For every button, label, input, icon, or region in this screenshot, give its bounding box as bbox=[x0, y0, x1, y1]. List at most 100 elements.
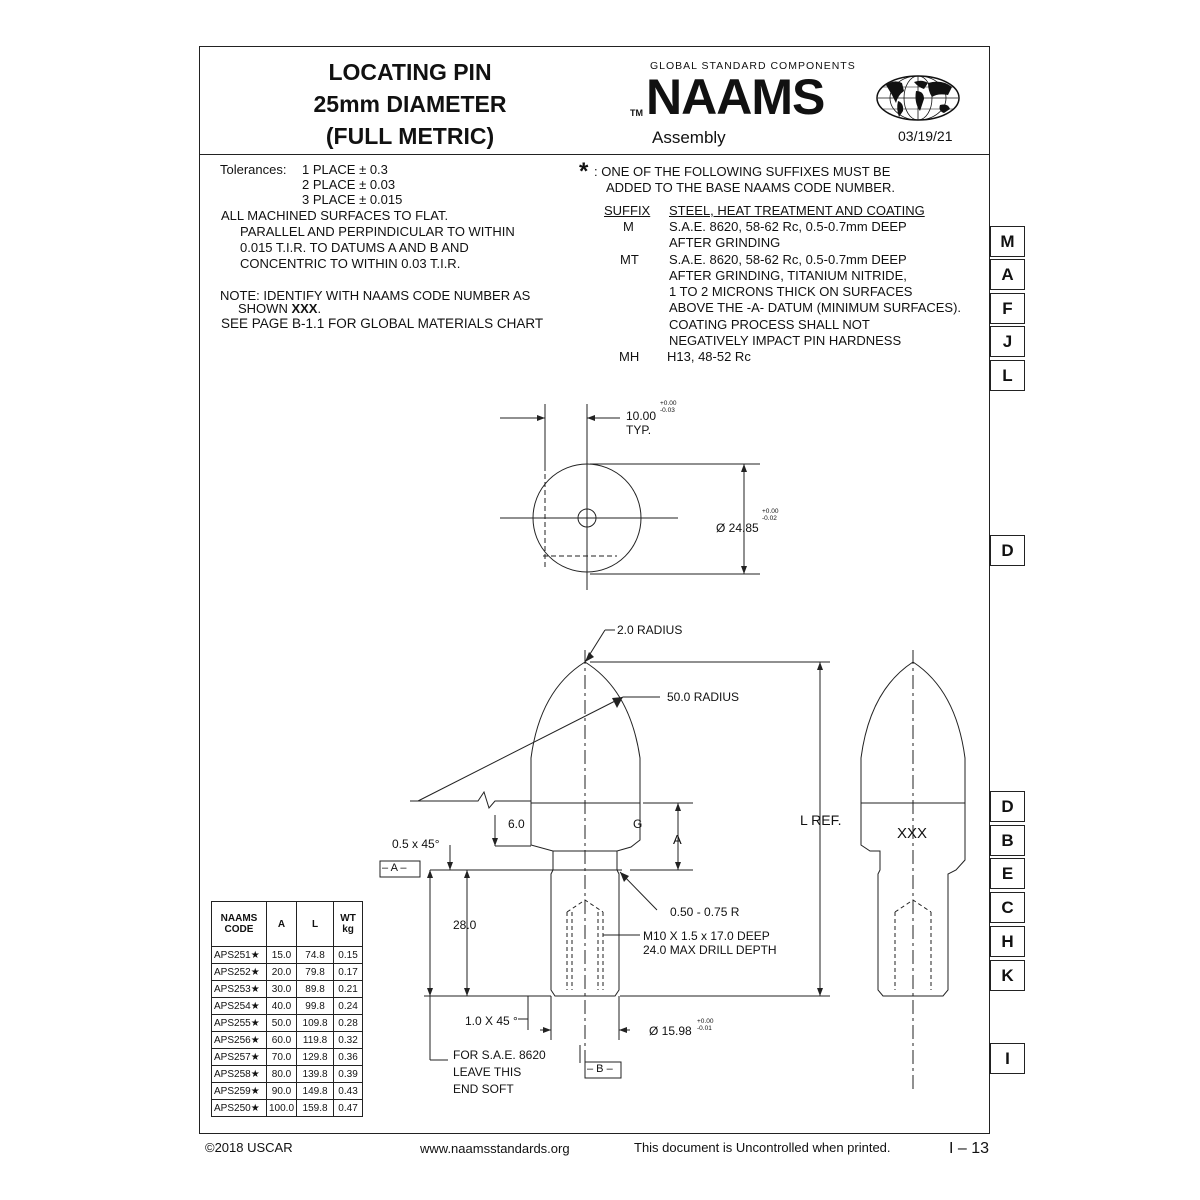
cell-a: 60.0 bbox=[265, 1031, 298, 1049]
tab-i[interactable]: I bbox=[990, 1043, 1025, 1074]
tab-k[interactable]: K bbox=[990, 960, 1025, 991]
note-identify: NOTE: IDENTIFY WITH NAAMS CODE NUMBER AS bbox=[220, 288, 531, 303]
cell-code: APS256★ bbox=[211, 1031, 267, 1049]
cell-l: 159.8 bbox=[296, 1099, 335, 1117]
cell-wt: 0.36 bbox=[333, 1048, 364, 1066]
cell-wt: 0.28 bbox=[333, 1014, 364, 1032]
suffix-mh-code: MH bbox=[619, 349, 640, 364]
col-a: A bbox=[265, 901, 298, 947]
cell-l: 89.8 bbox=[296, 980, 335, 998]
suffix-mt-line-5: COATING PROCESS SHALL NOT bbox=[669, 317, 870, 332]
suffix-mt-code: MT bbox=[620, 252, 639, 267]
fillet-radius: 0.50 - 0.75 R bbox=[670, 905, 740, 919]
cell-code: APS254★ bbox=[211, 997, 267, 1015]
cell-l: 129.8 bbox=[296, 1048, 335, 1066]
cell-wt: 0.47 bbox=[333, 1099, 364, 1117]
dimension-arrows bbox=[427, 415, 823, 1033]
note-shown-prefix: SHOWN bbox=[238, 301, 288, 316]
cell-a: 90.0 bbox=[265, 1082, 298, 1100]
datum-a-box bbox=[379, 860, 421, 878]
title-line-2: 25mm DIAMETER bbox=[313, 91, 507, 117]
radius-2: 2.0 RADIUS bbox=[617, 623, 683, 637]
cell-a: 15.0 bbox=[265, 946, 298, 964]
col-l: L bbox=[296, 901, 335, 947]
label-xxx: XXX bbox=[897, 825, 928, 842]
dim-10-tol-plus: +0.00 bbox=[660, 400, 677, 407]
note-materials-chart: SEE PAGE B-1.1 FOR GLOBAL MATERIALS CHAR… bbox=[221, 316, 544, 331]
suffix-intro-1: : ONE OF THE FOLLOWING SUFFIXES MUST BE bbox=[594, 164, 891, 179]
footer-copyright: ©2018 USCAR bbox=[205, 1140, 293, 1155]
dim-small-tol-plus: +0.00 bbox=[697, 1018, 714, 1025]
tab-a[interactable]: A bbox=[990, 259, 1025, 290]
suffix-intro-2: ADDED TO THE BASE NAAMS CODE NUMBER. bbox=[606, 180, 895, 195]
tab-m[interactable]: M bbox=[990, 226, 1025, 257]
col-naams-code: NAAMS CODE bbox=[211, 901, 267, 947]
tab-f[interactable]: F bbox=[990, 293, 1025, 324]
suffix-mt-line-4: ABOVE THE -A- DATUM (MINIMUM SURFACES). bbox=[669, 300, 962, 315]
radius-50: 50.0 RADIUS bbox=[667, 690, 740, 704]
cell-wt: 0.21 bbox=[333, 980, 364, 998]
section-label: Assembly bbox=[652, 128, 726, 147]
tab-h[interactable]: H bbox=[990, 926, 1025, 957]
suffix-m-line-2: AFTER GRINDING bbox=[669, 235, 781, 250]
note-concentric: CONCENTRIC TO WITHIN 0.03 T.I.R. bbox=[240, 256, 461, 271]
page-title: LOCATING PIN 25mm DIAMETER (FULL METRIC) bbox=[270, 56, 550, 152]
cell-a: 50.0 bbox=[265, 1014, 298, 1032]
suffix-mt-line-1: S.A.E. 8620, 58-62 Rc, 0.5-0.7mm DEEP bbox=[669, 252, 907, 267]
cell-l: 119.8 bbox=[296, 1031, 335, 1049]
dim-small-tolerance: +0.00 -0.01 bbox=[697, 1018, 713, 1032]
soft-note-1: FOR S.A.E. 8620 bbox=[453, 1048, 546, 1062]
tab-d[interactable]: D bbox=[990, 791, 1025, 822]
dim-typ: TYP. bbox=[626, 423, 652, 437]
tab-d-upper[interactable]: D bbox=[990, 535, 1025, 566]
cell-wt: 0.17 bbox=[333, 963, 364, 981]
suffix-star-icon: * bbox=[579, 158, 589, 185]
chamfer-05: 0.5 x 45° bbox=[392, 837, 440, 851]
note-shown-suffix: . bbox=[317, 301, 322, 316]
cell-wt: 0.15 bbox=[333, 946, 364, 964]
dim-dia-tol-plus: +0.00 bbox=[762, 508, 779, 515]
cell-code: APS251★ bbox=[211, 946, 267, 964]
note-flat: ALL MACHINED SURFACES TO FLAT. bbox=[221, 208, 449, 223]
tab-l[interactable]: L bbox=[990, 360, 1025, 391]
suffix-mt-line-6: NEGATIVELY IMPACT PIN HARDNESS bbox=[669, 333, 902, 348]
cell-l: 79.8 bbox=[296, 963, 335, 981]
label-a: A bbox=[673, 832, 682, 847]
side-body bbox=[860, 803, 966, 997]
cell-wt: 0.43 bbox=[333, 1082, 364, 1100]
col-wt: WT kg bbox=[333, 901, 364, 947]
revision-date: 03/19/21 bbox=[898, 128, 953, 144]
tolerance-2-place: 2 PLACE ± 0.03 bbox=[302, 177, 396, 192]
tolerances-label: Tolerances: bbox=[220, 162, 287, 177]
footer-uncontrolled: This document is Uncontrolled when print… bbox=[634, 1140, 891, 1155]
tab-b[interactable]: B bbox=[990, 825, 1025, 856]
cell-code: APS253★ bbox=[211, 980, 267, 998]
dim-28: 28.0 bbox=[453, 918, 477, 932]
dim-dia-tol-minus: -0.02 bbox=[762, 515, 777, 522]
tab-j[interactable]: J bbox=[990, 326, 1025, 357]
dim-10-tol-minus: -0.03 bbox=[660, 407, 675, 414]
trademark-mark: TM bbox=[630, 108, 643, 118]
suffix-m-line-1: S.A.E. 8620, 58-62 Rc, 0.5-0.7mm DEEP bbox=[669, 219, 907, 234]
header-divider bbox=[199, 154, 990, 155]
footer-url[interactable]: www.naamsstandards.org bbox=[420, 1141, 570, 1156]
cell-a: 80.0 bbox=[265, 1065, 298, 1083]
steel-col-header: STEEL, HEAT TREATMENT AND COATING bbox=[669, 203, 925, 218]
dim-10: 10.00 bbox=[626, 409, 657, 423]
cell-code: APS255★ bbox=[211, 1014, 267, 1032]
tab-e[interactable]: E bbox=[990, 858, 1025, 889]
soft-note-2: LEAVE THIS bbox=[453, 1065, 522, 1079]
dim-dia-tolerance: +0.00 -0.02 bbox=[762, 508, 778, 522]
thread-spec-2: 24.0 MAX DRILL DEPTH bbox=[643, 943, 777, 957]
cell-a: 40.0 bbox=[265, 997, 298, 1015]
dim-small-diameter: Ø 15.98 bbox=[649, 1024, 692, 1038]
tab-c[interactable]: C bbox=[990, 892, 1025, 923]
dim-small-tol-minus: -0.01 bbox=[697, 1025, 712, 1032]
